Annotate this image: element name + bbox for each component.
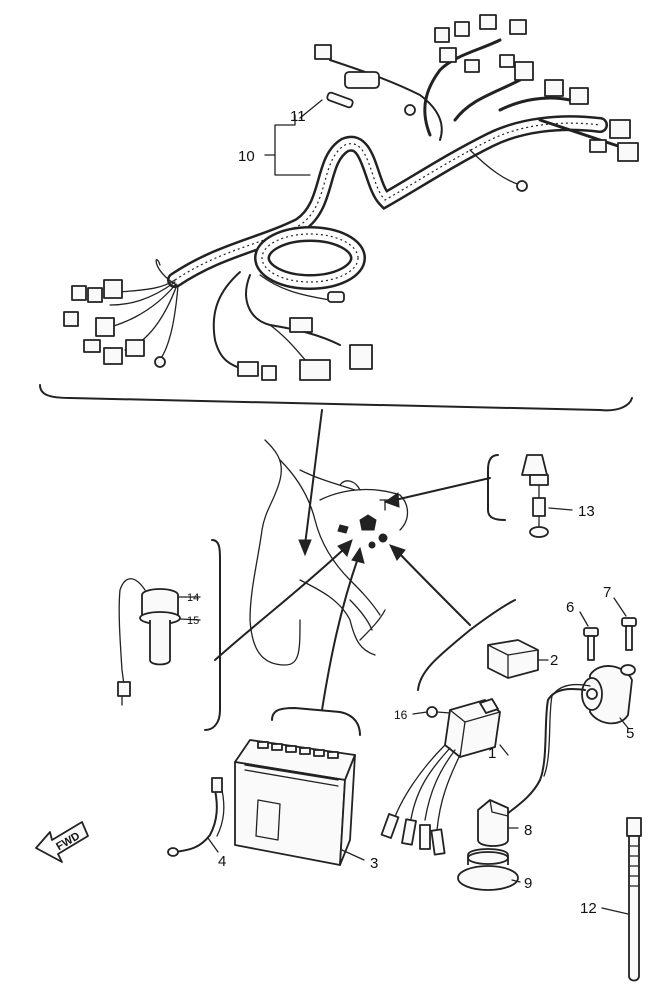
vehicle-frame-outline [249,439,409,666]
group-brackets [39,384,633,736]
fwd-direction-arrow: FWD [35,821,89,863]
part-16-screw [412,706,451,718]
label-11: 11 [290,108,306,125]
part-12-cable-tie [601,817,642,982]
part-2-relay [487,639,549,679]
part-7-bolt [613,597,637,651]
leader-lines-top [264,99,323,176]
label-15: 15 [187,615,199,627]
label-14: 14 [187,592,199,604]
part-6-bolt [579,611,599,661]
label-8: 8 [524,822,532,839]
fwd-label: FWD [54,830,82,853]
wire-harness [63,14,639,381]
label-6: 6 [566,599,574,616]
label-3: 3 [370,855,378,872]
part-13-switch [521,454,573,538]
part-4-breather-hose [167,777,225,857]
label-2: 2 [550,652,558,669]
part-1-cdi-unit [380,698,509,856]
label-10: 10 [238,148,255,165]
part-14-15-sensor [117,578,201,706]
part-5-ignition-coil [499,664,636,821]
part-9-boot [457,848,521,891]
pointer-arrows [214,409,491,711]
label-9: 9 [524,875,532,892]
label-13: 13 [578,503,595,520]
label-7: 7 [603,584,611,601]
callout-labels: 1 2 3 4 5 6 7 8 9 10 11 12 13 14 15 16 [187,108,634,917]
label-1: 1 [488,745,496,762]
label-5: 5 [626,725,634,742]
part-3-battery [234,739,365,866]
label-4: 4 [218,853,226,870]
label-16: 16 [394,708,408,722]
label-12: 12 [580,900,597,917]
part-8-plug-cap [477,799,519,847]
